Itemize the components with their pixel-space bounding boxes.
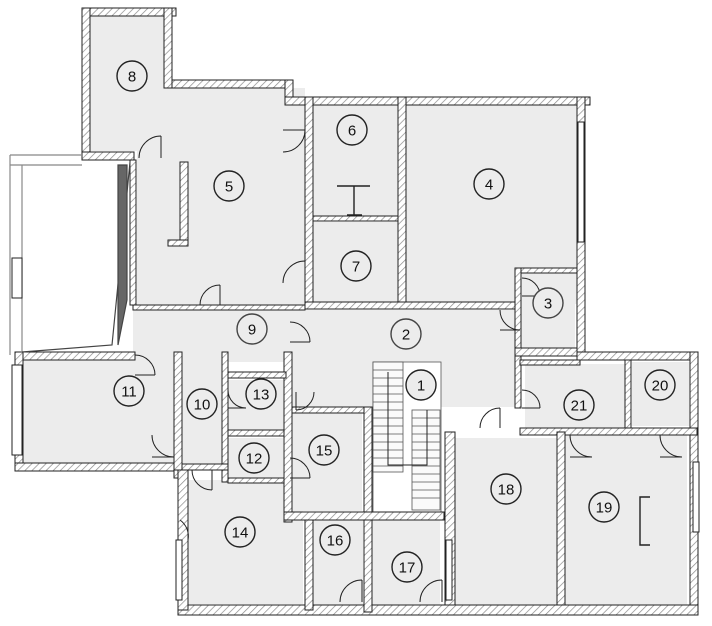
room-label-14: 14 xyxy=(224,516,256,548)
room-label-circle xyxy=(319,524,351,556)
room-label-circle xyxy=(588,491,620,523)
room-label-12: 12 xyxy=(238,442,270,474)
room-label-circle xyxy=(236,313,268,345)
room-label-circle xyxy=(308,434,340,466)
room-number: 9 xyxy=(248,322,256,339)
room-number: 15 xyxy=(316,443,333,460)
room-label-circle xyxy=(238,442,270,474)
room-label-circle xyxy=(113,375,145,407)
room-number: 11 xyxy=(121,384,137,401)
room-number: 21 xyxy=(571,398,588,415)
room-label-circle xyxy=(186,388,218,420)
room-label-circle xyxy=(473,168,505,200)
room-number: 3 xyxy=(544,296,552,313)
room-label-21: 21 xyxy=(563,389,595,421)
room-label-circle xyxy=(213,170,245,202)
terrace-outline xyxy=(9,154,131,355)
room-number: 19 xyxy=(596,500,613,517)
room-label-circle xyxy=(390,318,422,350)
room-number: 7 xyxy=(352,259,360,276)
room-number: 2 xyxy=(402,327,410,344)
room-label-15: 15 xyxy=(308,434,340,466)
room-label-circle xyxy=(532,287,564,319)
room-fixtures xyxy=(337,185,650,546)
floor-18 xyxy=(455,438,557,605)
room-number: 4 xyxy=(485,177,493,194)
room-label-circle xyxy=(245,378,277,410)
room-label-17: 17 xyxy=(391,551,423,583)
room-number: 18 xyxy=(498,482,515,499)
room-label-3: 3 xyxy=(532,287,564,319)
room-number: 16 xyxy=(327,533,344,550)
room-label-9: 9 xyxy=(236,313,268,345)
room-label-circle xyxy=(336,114,368,146)
room-label-6: 6 xyxy=(336,114,368,146)
room-number: 12 xyxy=(246,451,263,468)
room-label-1: 1 xyxy=(405,369,437,401)
room-number: 14 xyxy=(232,525,249,542)
room-number: 8 xyxy=(128,69,136,86)
room-label-4: 4 xyxy=(473,168,505,200)
room-label-19: 19 xyxy=(588,491,620,523)
room-number: 1 xyxy=(417,378,425,395)
room-label-circle xyxy=(391,551,423,583)
room-number: 10 xyxy=(194,397,211,414)
room-label-circle xyxy=(340,250,372,282)
room-number: 6 xyxy=(348,123,356,140)
room-number: 20 xyxy=(652,378,669,395)
windows xyxy=(11,121,700,601)
room-label-18: 18 xyxy=(490,473,522,505)
room-number: 17 xyxy=(399,560,416,577)
room-label-8: 8 xyxy=(116,60,148,92)
room-label-circle xyxy=(644,369,676,401)
floor-19 xyxy=(565,432,687,605)
room-label-circle xyxy=(563,389,595,421)
room-label-circle xyxy=(405,369,437,401)
room-label-circle xyxy=(224,516,256,548)
floor-11 xyxy=(22,360,174,465)
room-label-10: 10 xyxy=(186,388,218,420)
room-number: 13 xyxy=(253,387,270,404)
room-label-5: 5 xyxy=(213,170,245,202)
room-label-13: 13 xyxy=(245,378,277,410)
room-label-20: 20 xyxy=(644,369,676,401)
room-label-16: 16 xyxy=(319,524,351,556)
room-label-circle xyxy=(490,473,522,505)
floor-2 xyxy=(133,310,518,362)
room-label-circle xyxy=(116,60,148,92)
room-label-2: 2 xyxy=(390,318,422,350)
room-number: 5 xyxy=(225,179,233,196)
room-label-11: 11 xyxy=(113,375,145,407)
room-label-7: 7 xyxy=(340,250,372,282)
